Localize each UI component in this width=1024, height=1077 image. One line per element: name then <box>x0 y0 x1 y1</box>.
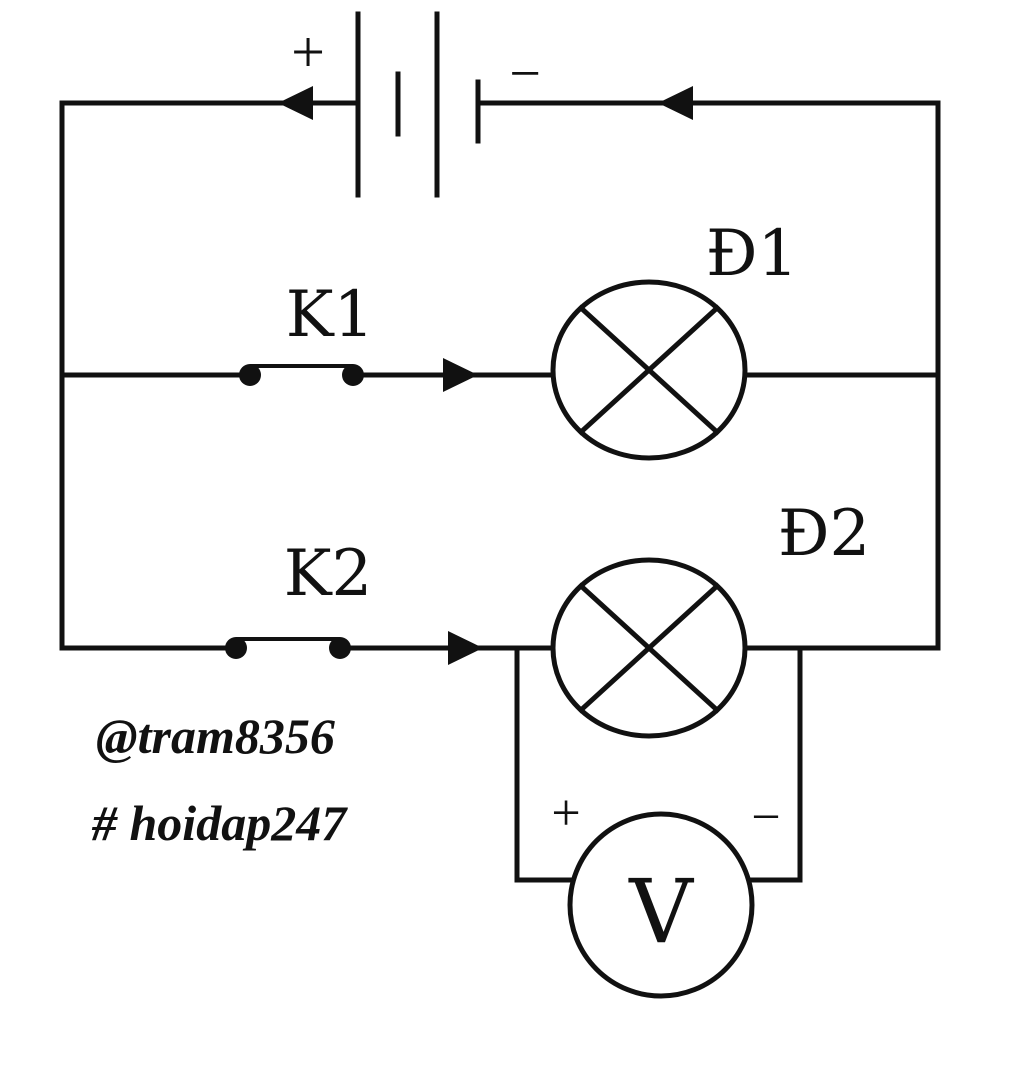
top-branch <box>59 86 941 120</box>
switch-k2-terminal-left <box>225 637 247 659</box>
current-arrow-branch1 <box>443 358 478 392</box>
watermark-site: # hoidap247 <box>91 795 348 851</box>
voltmeter-plus-sign: + <box>551 785 580 842</box>
battery: + − <box>291 11 541 198</box>
switch-k1: K1 <box>239 278 374 386</box>
voltmeter-circle <box>567 811 755 999</box>
switch-k1-label: K1 <box>286 278 375 352</box>
branch-1: K1 Đ1 <box>59 217 941 461</box>
lamp-d2: Đ2 <box>550 497 870 739</box>
switch-k1-terminal-left <box>239 364 261 386</box>
switch-k2: K2 <box>225 537 372 659</box>
voltmeter: V + − <box>514 645 803 999</box>
voltmeter-wire-left <box>514 645 573 883</box>
lamp-d1-cross-b <box>577 304 721 436</box>
current-arrow-top-left <box>278 86 313 120</box>
voltmeter-wire-right <box>749 645 803 883</box>
current-arrow-branch2 <box>448 631 483 665</box>
voltmeter-symbol: V <box>628 860 694 963</box>
switch-k2-label: K2 <box>284 537 373 611</box>
branch-2: K2 Đ2 <box>59 497 941 739</box>
current-arrow-top-right <box>658 86 693 120</box>
lamp-d1-circle <box>550 279 748 461</box>
battery-plus-sign: + <box>291 19 325 85</box>
lamp-d2-label: Đ2 <box>778 497 870 571</box>
lamp-d1-label: Đ1 <box>706 217 798 291</box>
watermark-user: @tram8356 <box>96 708 335 764</box>
voltmeter-minus-sign: − <box>751 789 780 846</box>
battery-minus-sign: − <box>509 43 541 105</box>
watermark: @tram8356 # hoidap247 <box>91 708 348 851</box>
lamp-d2-cross-b <box>577 582 721 714</box>
lamp-d1: Đ1 <box>550 217 798 461</box>
